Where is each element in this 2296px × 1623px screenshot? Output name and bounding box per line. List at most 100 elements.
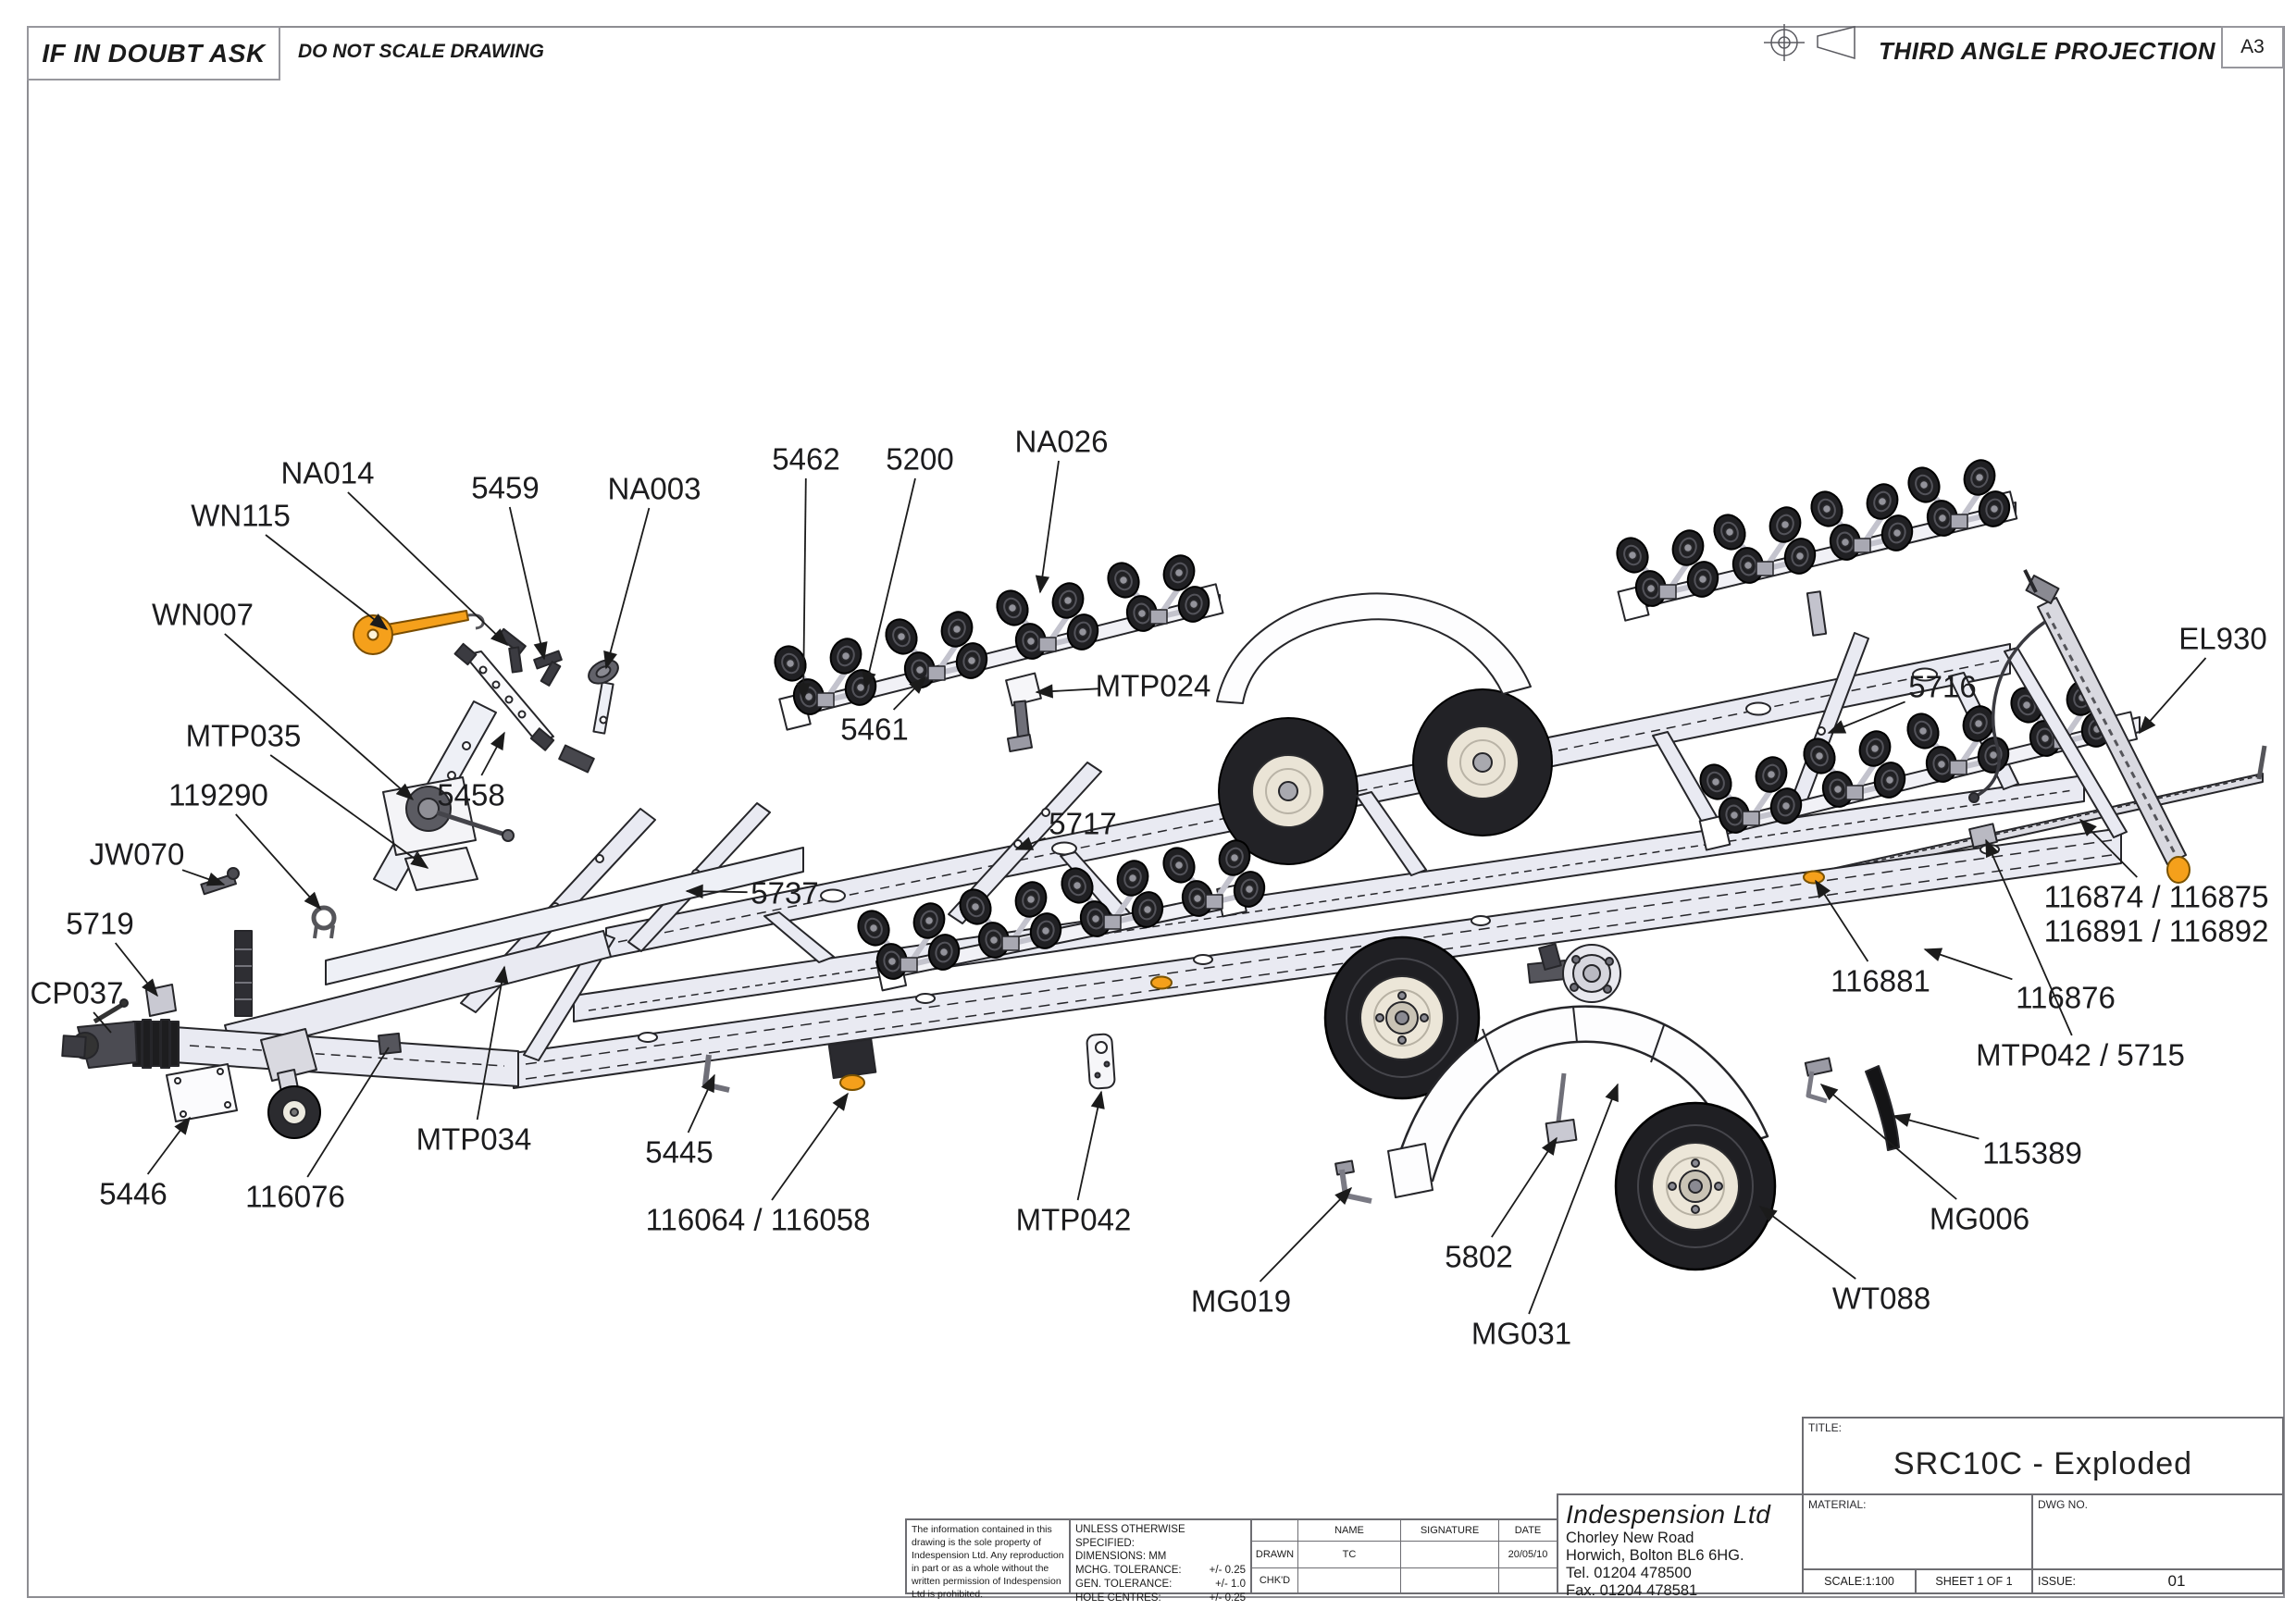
part-label-MTP042: MTP042: [1016, 1203, 1132, 1237]
tolerance-box: UNLESS OTHERWISE SPECIFIED: DIMENSIONS: …: [1069, 1518, 1252, 1604]
company-fax: Fax. 01204 478581: [1566, 1582, 1698, 1600]
issue-label: ISSUE:: [2038, 1575, 2076, 1588]
part-label-5719: 5719: [66, 907, 133, 941]
material-label: MATERIAL:: [1808, 1498, 1867, 1511]
roller-bank-mid: [853, 836, 1268, 992]
tolerance-row: MCHG. TOLERANCE:+/- 0.25: [1075, 1565, 1246, 1577]
road-wheel-near: [1323, 935, 1481, 1100]
leader-line: [476, 965, 509, 1121]
part-label-MTP042-5715: MTP042 / 5715: [1976, 1038, 2185, 1072]
leader-line: [480, 731, 505, 776]
part-label-NA003: NA003: [608, 472, 701, 506]
leader-line: [347, 491, 509, 647]
leader-line: [687, 1073, 715, 1134]
signature-table: NAME SIGNATURE DATE DRAWN TC 20/05/10 CH…: [1250, 1518, 1558, 1594]
part-label-CP037: CP037: [31, 976, 124, 1010]
tolerance-row: HOLE CENTRES:+/- 0.25: [1075, 1592, 1246, 1604]
dwg-no-label: DWG NO.: [2038, 1498, 2088, 1511]
part-label-115389: 115389: [1982, 1136, 2082, 1171]
part-label-WT088: WT088: [1832, 1282, 1930, 1316]
signature-checked-row: CHK'D: [1252, 1568, 1557, 1592]
part-label-MG031: MG031: [1471, 1317, 1571, 1351]
tolerance-row: GEN. TOLERANCE:+/- 1.0: [1075, 1578, 1246, 1590]
road-wheel-far-front: [1218, 717, 1359, 865]
part-label-5737: 5737: [751, 876, 818, 911]
part-label-5445: 5445: [645, 1135, 713, 1170]
part-label-116076: 116076: [245, 1180, 345, 1214]
sheet-border: [27, 26, 2285, 1598]
signature-drawn-row: DRAWN TC 20/05/10: [1252, 1542, 1557, 1568]
sheet-size: A3: [2240, 36, 2265, 57]
company-box: Indespension Ltd Chorley New Road Horwic…: [1557, 1493, 1804, 1599]
part-label-119290: 119290: [168, 778, 268, 812]
skid-plate: [166, 1063, 238, 1122]
stay-plate: [453, 642, 595, 774]
part-label-5461: 5461: [840, 712, 908, 747]
part-label-MTP035: MTP035: [186, 719, 302, 753]
part-label-EL930: EL930: [2178, 622, 2266, 656]
part-label-NA026: NA026: [1015, 425, 1109, 459]
leader-line: [1827, 700, 1905, 734]
part-label-WN115: WN115: [191, 499, 291, 533]
tilt-clamp: [378, 1032, 402, 1056]
issue-value: 01: [2167, 1572, 2186, 1590]
part-label-5717: 5717: [1049, 807, 1116, 841]
leader-line: [1923, 948, 2013, 981]
part-label-5802: 5802: [1445, 1240, 1512, 1274]
hub-assembly: [1527, 943, 1621, 1003]
tolerance-dimensions: DIMENSIONS: MM: [1075, 1551, 1167, 1563]
third-angle-text: THIRD ANGLE PROJECTION: [1879, 37, 2215, 65]
leader-line: [1528, 1083, 1619, 1315]
leader-line: [224, 633, 415, 801]
title-label: TITLE:: [1808, 1421, 1843, 1434]
pendant-bracket-mid: [1086, 1033, 1116, 1090]
drawbar: [173, 847, 804, 1087]
leader-line: [862, 477, 916, 690]
leader-line: [685, 884, 748, 898]
issue-box: ISSUE: 01: [2031, 1568, 2284, 1594]
mudflap: [1865, 1065, 1900, 1151]
part-label-5458: 5458: [437, 778, 504, 812]
sheet-size-box: A3: [2221, 26, 2284, 68]
company-address1: Chorley New Road: [1566, 1530, 1694, 1546]
bank-mount-bracket: [1005, 672, 1042, 752]
leader-line: [2138, 657, 2207, 735]
leader-line: [2079, 818, 2138, 878]
leader-line: [181, 869, 226, 886]
part-label-116881: 116881: [1831, 964, 1930, 998]
keel-roller: [588, 659, 619, 735]
leader-line: [1819, 1084, 1957, 1200]
mudguard-far: [1216, 592, 1532, 704]
leader-line: [1014, 836, 1046, 850]
scale-box: SCALE:1:100: [1802, 1568, 1917, 1594]
part-label-116064-116058: 116064 / 116058: [646, 1203, 871, 1237]
disclaimer-box: The information contained in this drawin…: [905, 1518, 1071, 1600]
leader-line: [796, 477, 811, 701]
rear-cross-member: [2004, 647, 2128, 838]
company-name: Indespension Ltd: [1566, 1500, 1771, 1529]
front-bracket: [145, 984, 177, 1017]
part-label-5200: 5200: [886, 442, 953, 477]
dwg-no-box: DWG NO.: [2031, 1493, 2284, 1570]
part-label-MG006: MG006: [1930, 1202, 2029, 1236]
leader-line: [1758, 1206, 1856, 1280]
do-not-scale-text: DO NOT SCALE DRAWING: [298, 41, 544, 62]
leader-line: [1076, 1090, 1105, 1201]
mudguard-bracket-front: [1334, 1159, 1372, 1204]
lighting-board: [1968, 569, 2191, 884]
if-in-doubt-box: IF IN DOUBT ASK: [27, 26, 280, 81]
leader-line: [265, 534, 389, 630]
jockey-handle: [200, 867, 240, 896]
signature-header-row: NAME SIGNATURE DATE: [1252, 1520, 1557, 1542]
part-label-116874-116875: 116874 / 116875: [2044, 880, 2269, 914]
part-label-JW070: JW070: [90, 837, 185, 872]
part-label-NA014: NA014: [281, 456, 375, 490]
part-label-5462: 5462: [772, 442, 839, 477]
leader-line: [114, 942, 158, 997]
part-labels: NA014WN115WN007MTP035119290JW0705719CP03…: [31, 425, 2269, 1351]
leader-line: [1815, 879, 1869, 962]
rear-lamp: [827, 1037, 877, 1091]
side-marker-mid-icon: [1150, 975, 1173, 990]
mudguard-bracket-rear: [1804, 1057, 1833, 1104]
